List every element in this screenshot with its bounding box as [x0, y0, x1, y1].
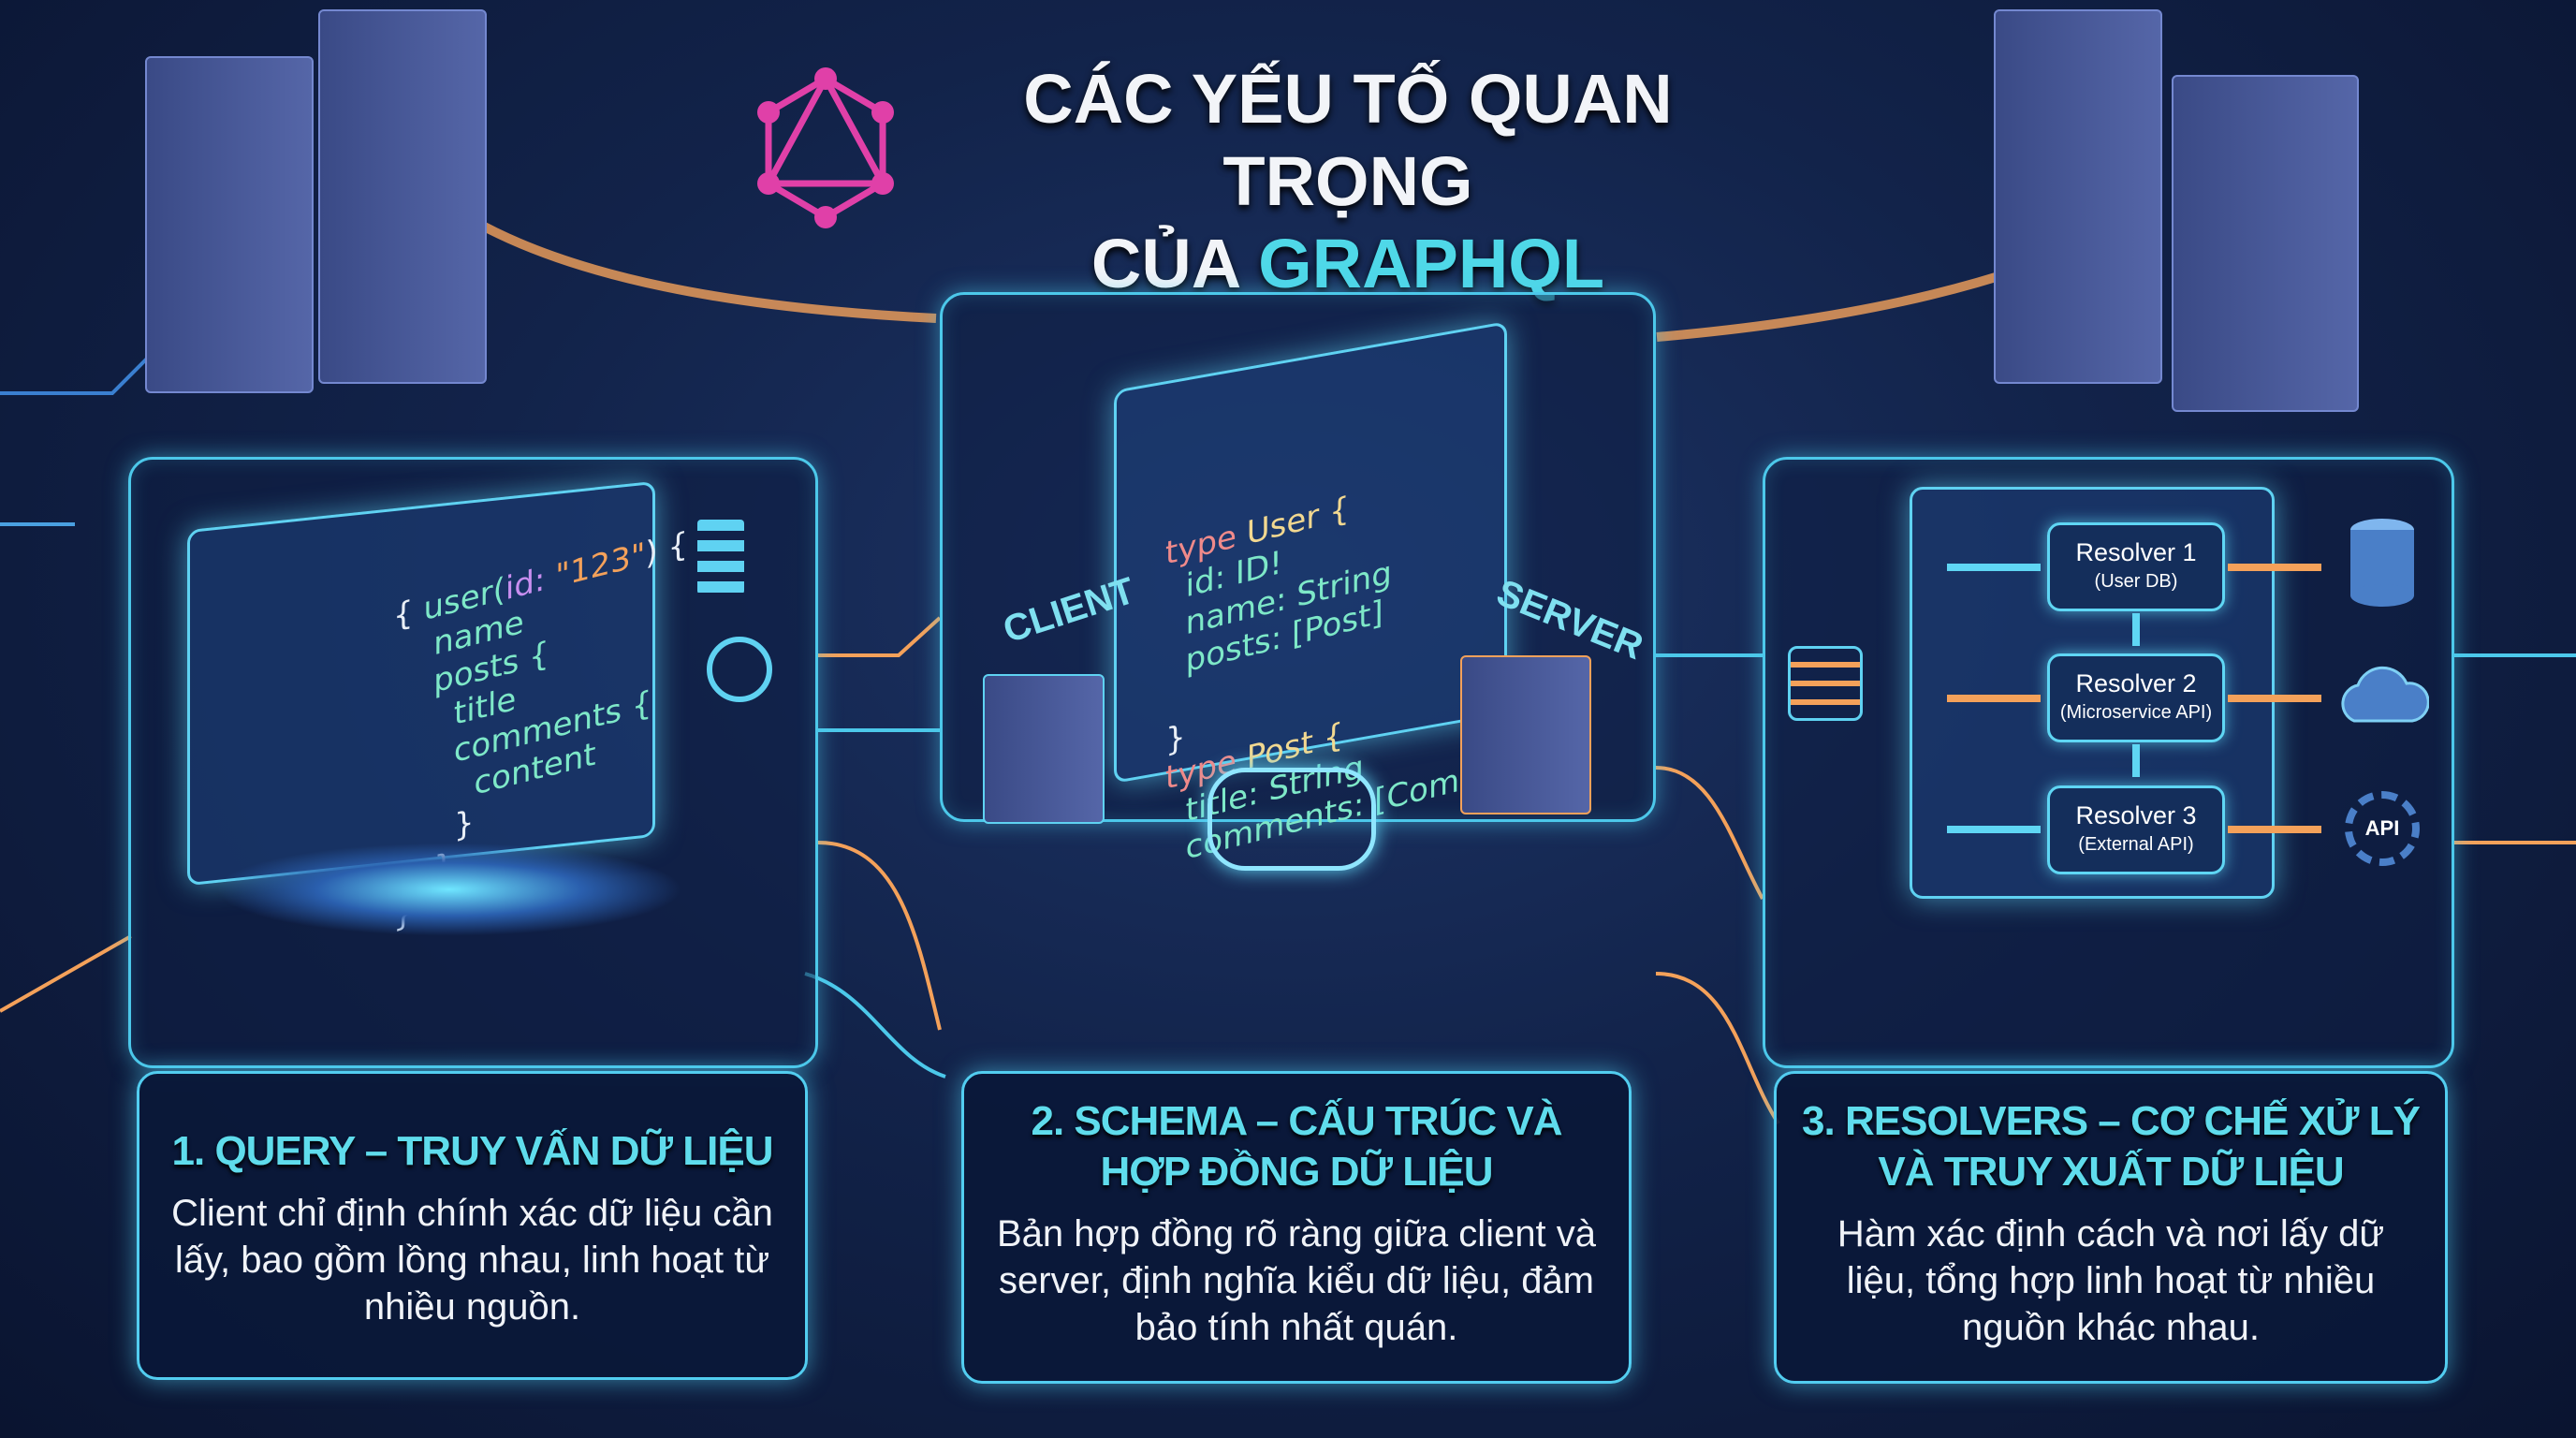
schema-description: Bản hợp đồng rõ ràng giữa client và serv…: [996, 1213, 1597, 1348]
graphql-logo-icon: [757, 67, 894, 228]
server-rack-right-2: [2172, 75, 2359, 412]
server-rack-left: [145, 56, 314, 393]
title-highlight: GRAPHQL: [1258, 225, 1605, 302]
request-list-icon: [1788, 646, 1863, 721]
query-description: Client chỉ định chính xác dữ liệu cần lấ…: [171, 1193, 773, 1328]
resolvers-description: Hàm xác định cách và nơi lấy dữ liệu, tổ…: [1837, 1213, 2385, 1348]
server-icon: [1460, 655, 1591, 814]
database-icon: [2350, 519, 2414, 607]
title-line-2: CỦA: [1090, 225, 1259, 302]
holo-platform: [215, 843, 683, 936]
title-line-1: CÁC YẾU TỐ QUAN TRỌNG: [1023, 60, 1673, 220]
server-rack-left-2: [318, 9, 487, 384]
resolvers-text-box: 3. RESOLVERS – CƠ CHẾ XỬ LÝ VÀ TRUY XUẤT…: [1774, 1071, 2448, 1384]
resolver-3: Resolver 3(External API): [2047, 785, 2225, 874]
cloud-sync-icon: [2341, 666, 2429, 723]
api-gear-icon: API: [2345, 791, 2420, 866]
data-list-icon: [697, 520, 744, 594]
resolver-1: Resolver 1(User DB): [2047, 522, 2225, 611]
handshake-icon: [1208, 768, 1376, 871]
resolver-2: Resolver 2(Microservice API): [2047, 653, 2225, 742]
resolvers-panel: [1763, 457, 2454, 1068]
schema-heading: 2. SCHEMA – CẤU TRÚC VÀ HỢP ĐỒNG DỮ LIỆU: [1031, 1098, 1563, 1195]
query-heading: 1. QUERY – TRUY VẤN DỮ LIỆU: [171, 1128, 774, 1174]
client-server-icon: [983, 674, 1105, 824]
resolvers-heading: 3. RESOLVERS – CƠ CHẾ XỬ LÝ VÀ TRUY XUẤT…: [1802, 1098, 2421, 1195]
schema-text-box: 2. SCHEMA – CẤU TRÚC VÀ HỢP ĐỒNG DỮ LIỆU…: [961, 1071, 1632, 1384]
resolver-arrows: [1947, 564, 2321, 833]
query-text-box: 1. QUERY – TRUY VẤN DỮ LIỆU Client chỉ đ…: [137, 1071, 808, 1380]
search-database-icon: [707, 637, 772, 702]
page-title: CÁC YẾU TỐ QUAN TRỌNG CỦA GRAPHQL: [927, 58, 1769, 305]
server-rack-right: [1994, 9, 2162, 384]
